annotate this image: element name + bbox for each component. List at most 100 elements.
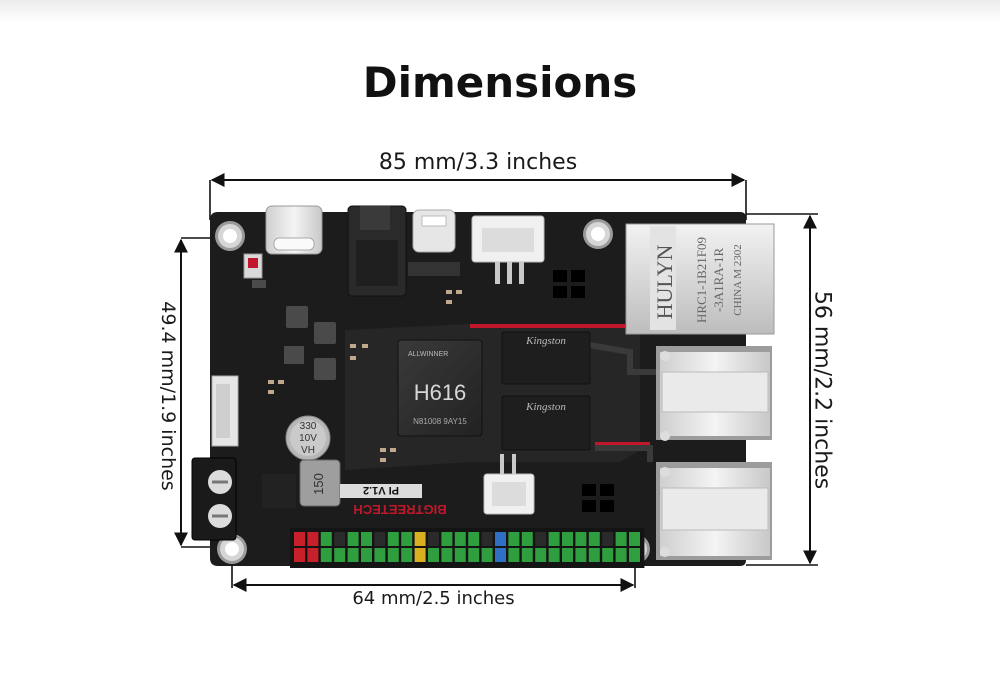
audio-jack xyxy=(347,205,407,297)
model-text: PI V1.2 xyxy=(363,484,399,496)
gpio-pin xyxy=(307,548,319,562)
ethernet-jack-origin: CHINA M 2302 xyxy=(732,244,744,316)
gpio-pin xyxy=(535,548,547,562)
usb-port xyxy=(408,209,460,276)
gpio-pin xyxy=(481,532,493,546)
gpio-pin xyxy=(535,532,547,546)
gpio-pin xyxy=(401,548,413,562)
svg-text:330: 330 xyxy=(300,421,317,432)
passives xyxy=(268,290,462,462)
brand-text: BIGTREETECH xyxy=(353,502,446,517)
gpio-pin xyxy=(347,532,359,546)
gpio-pin xyxy=(441,532,453,546)
ethernet-jack-brand: HULYN xyxy=(652,244,677,319)
gpio-pin xyxy=(334,548,346,562)
soc-chip: ALLWINNER H616 N81008 9AY15 xyxy=(397,339,483,437)
capacitor: 330 10V VH xyxy=(285,415,331,461)
screw-terminal xyxy=(191,457,237,541)
memory-brand-lower: Kingston xyxy=(525,401,566,413)
gpio-pin xyxy=(588,532,600,546)
memory-chip-upper: Kingston xyxy=(501,331,591,385)
fan-pads xyxy=(582,484,614,512)
gpio-pin xyxy=(441,548,453,562)
ethernet-jack-code: -3A1RA-1R xyxy=(711,248,726,313)
gpio-pin xyxy=(401,532,413,546)
soc-brand: ALLWINNER xyxy=(408,351,448,358)
gpio-pin xyxy=(521,548,533,562)
gpio-pin xyxy=(629,548,640,562)
gpio-pin xyxy=(575,548,587,562)
gpio-pin xyxy=(602,532,614,546)
soc-code: N81008 9AY15 xyxy=(413,417,467,426)
usb-stack-lower xyxy=(656,462,772,560)
gpio-pin xyxy=(508,548,520,562)
gpio-pin xyxy=(481,548,493,562)
gpio-pin xyxy=(294,532,305,546)
inductor-label: 150 xyxy=(311,473,326,495)
gpio-pin xyxy=(602,548,614,562)
ethernet-jack: HULYN HRC1-1B21F09 -3A1RA-1R CHINA M 230… xyxy=(625,223,775,335)
gpio-pin xyxy=(387,548,399,562)
gpio-pin xyxy=(615,532,627,546)
gpio-pin xyxy=(548,532,560,546)
mounting-hole xyxy=(583,219,613,249)
extension-lines xyxy=(181,180,818,588)
gpio-pin xyxy=(548,548,560,562)
gpio-pin xyxy=(562,548,573,562)
gpio-pin xyxy=(575,532,587,546)
usb-stack-upper xyxy=(656,346,772,441)
svg-text:VH: VH xyxy=(301,445,315,456)
memory-chip-lower: Kingston xyxy=(501,395,591,451)
gpio-pin xyxy=(615,548,627,562)
mounting-hole xyxy=(215,221,245,251)
gpio-pin xyxy=(307,532,319,546)
small-components xyxy=(252,280,336,508)
gpio-header xyxy=(290,528,645,568)
soc-label: H616 xyxy=(414,380,467,405)
model-marking: PI V1.2 BIGTREETECH xyxy=(340,484,447,517)
gpio-pin xyxy=(361,532,372,546)
usb-c-port xyxy=(265,205,323,255)
width-total-label: 85 mm/3.3 inches xyxy=(378,150,578,175)
gpio-pin xyxy=(521,532,533,546)
page-title: Dimensions xyxy=(362,58,638,107)
hole-height-label: 49.4 mm/1.9 inches xyxy=(157,301,179,491)
gpio-pin xyxy=(361,548,372,562)
gpio-pin xyxy=(428,548,439,562)
gpio-pin xyxy=(294,548,305,562)
side-connector xyxy=(211,375,239,447)
gpio-pin xyxy=(428,532,439,546)
gpio-pin xyxy=(468,548,480,562)
jst-connector-center xyxy=(483,454,535,515)
gpio-pin xyxy=(495,532,506,546)
can-pads xyxy=(553,270,585,298)
ethernet-jack-model: HRC1-1B21F09 xyxy=(694,237,709,323)
svg-text:10V: 10V xyxy=(299,433,317,444)
gpio-pin xyxy=(588,548,600,562)
jst-connector-top xyxy=(471,215,545,284)
gpio-pin xyxy=(495,548,506,562)
gpio-pin xyxy=(468,532,480,546)
dimension-arrows xyxy=(174,173,817,592)
gpio-pin xyxy=(320,532,332,546)
gpio-pin xyxy=(508,532,520,546)
gpio-pin xyxy=(334,532,346,546)
mounting-hole xyxy=(217,534,247,564)
top-shade xyxy=(0,0,1000,22)
gpio-pin xyxy=(387,532,399,546)
gpio-pin xyxy=(320,548,332,562)
gpio-pin xyxy=(629,532,640,546)
gpio-pin xyxy=(374,548,386,562)
gpio-pin xyxy=(562,532,573,546)
gpio-pin xyxy=(454,548,466,562)
height-total-label: 56 mm/2.2 inches xyxy=(809,290,835,490)
boot-switch xyxy=(243,253,263,279)
gpio-pin xyxy=(374,532,386,546)
gpio-pin xyxy=(347,548,359,562)
gpio-pin xyxy=(454,532,466,546)
hole-width-label: 64 mm/2.5 inches xyxy=(352,588,515,609)
gpio-pin xyxy=(414,532,426,546)
gpio-pin xyxy=(414,548,426,562)
inductor: 150 xyxy=(299,459,341,507)
